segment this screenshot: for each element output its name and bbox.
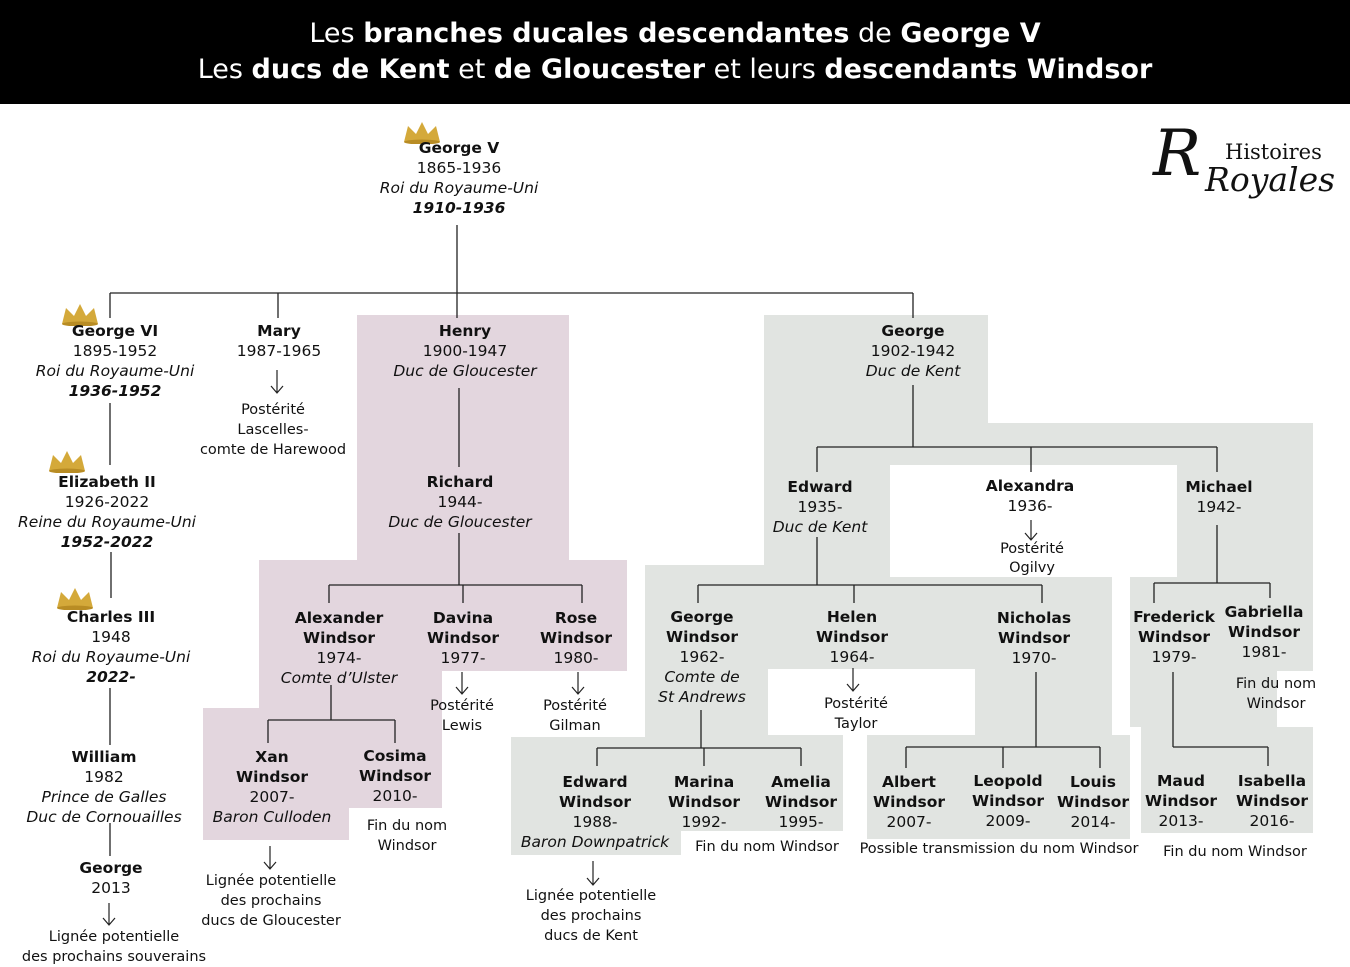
crown-icon <box>60 302 100 330</box>
title-line-2: Les ducs de Kent et de Gloucester et leu… <box>0 52 1350 88</box>
title-fragment: Les <box>197 54 252 85</box>
title-line-1: Les branches ducales descendantes de Geo… <box>0 0 1350 52</box>
title-fragment: et <box>449 54 494 85</box>
logo-line-1: Histoires <box>1225 140 1322 164</box>
title-fragment: et leurs <box>705 54 825 85</box>
logo-initial: R <box>1153 117 1202 191</box>
title-banner: Les branches ducales descendantes de Geo… <box>0 0 1350 104</box>
crown-icon <box>55 586 95 614</box>
title-fragment: de <box>849 18 901 49</box>
title-fragment: ducs de Kent <box>251 54 450 85</box>
title-fragment: descendants Windsor <box>824 54 1153 85</box>
crown-icon <box>402 120 442 148</box>
title-fragment: George V <box>900 18 1041 49</box>
arrows <box>102 370 1038 926</box>
title-fragment: branches ducales descendantes <box>363 18 850 49</box>
histoires-royales-logo: R Histoires Royales <box>1153 117 1335 204</box>
alexandra-cutout <box>890 465 1177 577</box>
gloucester-branch-background <box>203 315 627 840</box>
note-transmission-nicholas: Possible transmission du nom Windsor <box>859 841 1139 857</box>
title-fragment: Les <box>309 18 364 49</box>
title-fragment: de Gloucester <box>493 54 706 85</box>
connector-lines <box>109 225 1271 856</box>
crown-icon <box>47 449 87 477</box>
note-fin-nom-frederick: Fin du nom Windsor <box>1163 844 1307 860</box>
logo-line-2: Royales <box>1205 160 1336 199</box>
note-fin-nom-st-andrews: Fin du nom Windsor <box>695 839 839 855</box>
